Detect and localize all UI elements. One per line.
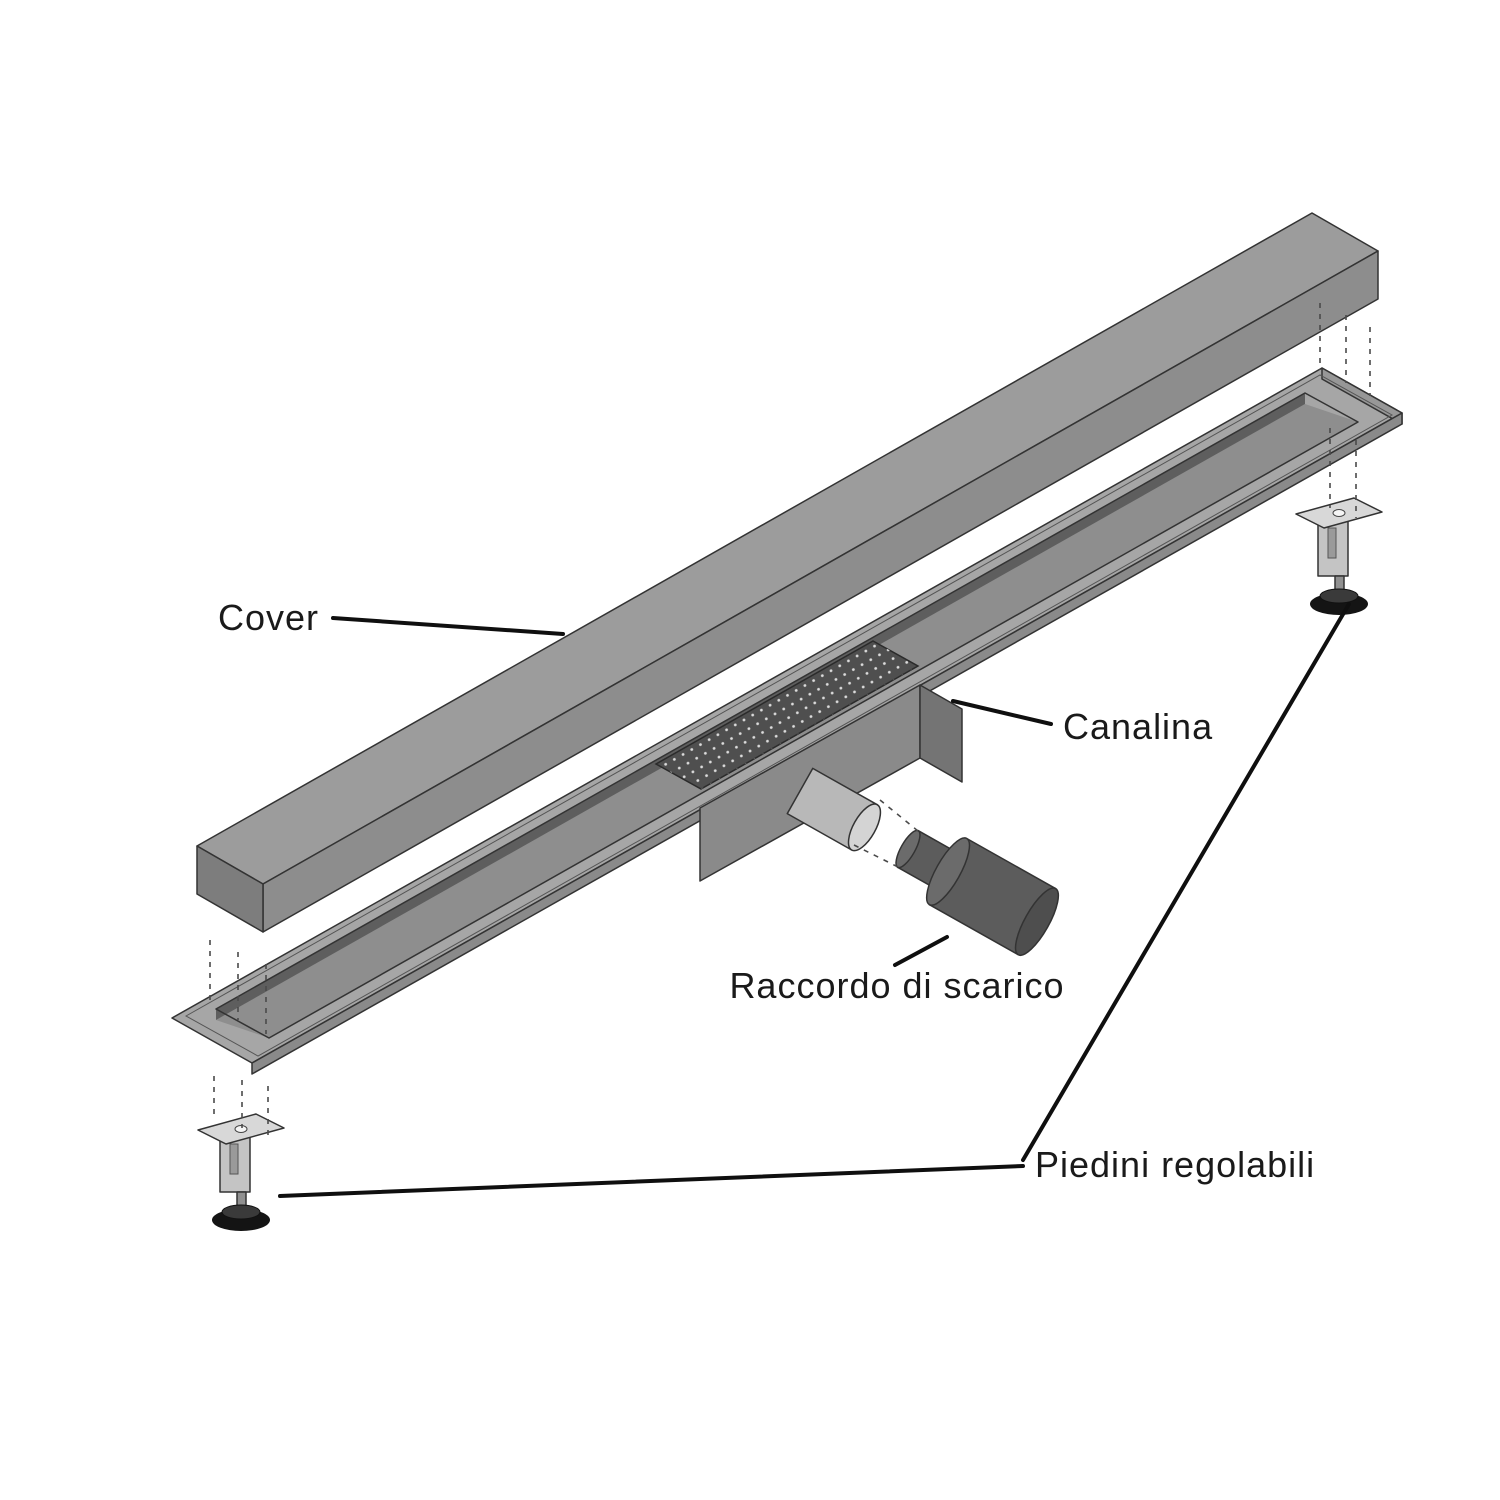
perforation-dots — [656, 641, 918, 789]
leader-lines — [278, 602, 1351, 1198]
feet-leader-line-left — [278, 1164, 1025, 1198]
alignment-dashed-lines — [209, 303, 1371, 1140]
dashed-line — [879, 799, 919, 832]
drain-body-side — [919, 684, 963, 783]
outlet-stub — [786, 767, 882, 852]
cover-end-face — [196, 845, 264, 933]
channel-label: Canalina — [1063, 706, 1213, 747]
channel-leader-line — [951, 699, 1053, 726]
feet-leader-line-right — [1021, 602, 1351, 1162]
connector-neck-cap — [895, 829, 921, 869]
channel-rim-outline — [215, 392, 1359, 1039]
connector-end-cap — [1014, 887, 1060, 957]
outlet-end-cap — [847, 803, 882, 852]
cover-part — [196, 212, 1379, 933]
dashed-line — [853, 844, 899, 868]
drain-connector-label: Raccordo di scarico — [729, 965, 1064, 1006]
adjustable-feet-label: Piedini regolabili — [1035, 1144, 1315, 1185]
tray-rim-inset-line — [184, 374, 1394, 1057]
drain-connector-part — [895, 829, 1060, 957]
connector-leader-line — [893, 935, 949, 967]
adjustable-foot-right — [1295, 497, 1383, 616]
cover-leader-line — [331, 616, 565, 636]
channel-part — [171, 367, 1403, 1075]
connector-collar — [925, 837, 971, 906]
cover-label: Cover — [218, 597, 319, 638]
adjustable-foot-left — [197, 1113, 285, 1232]
